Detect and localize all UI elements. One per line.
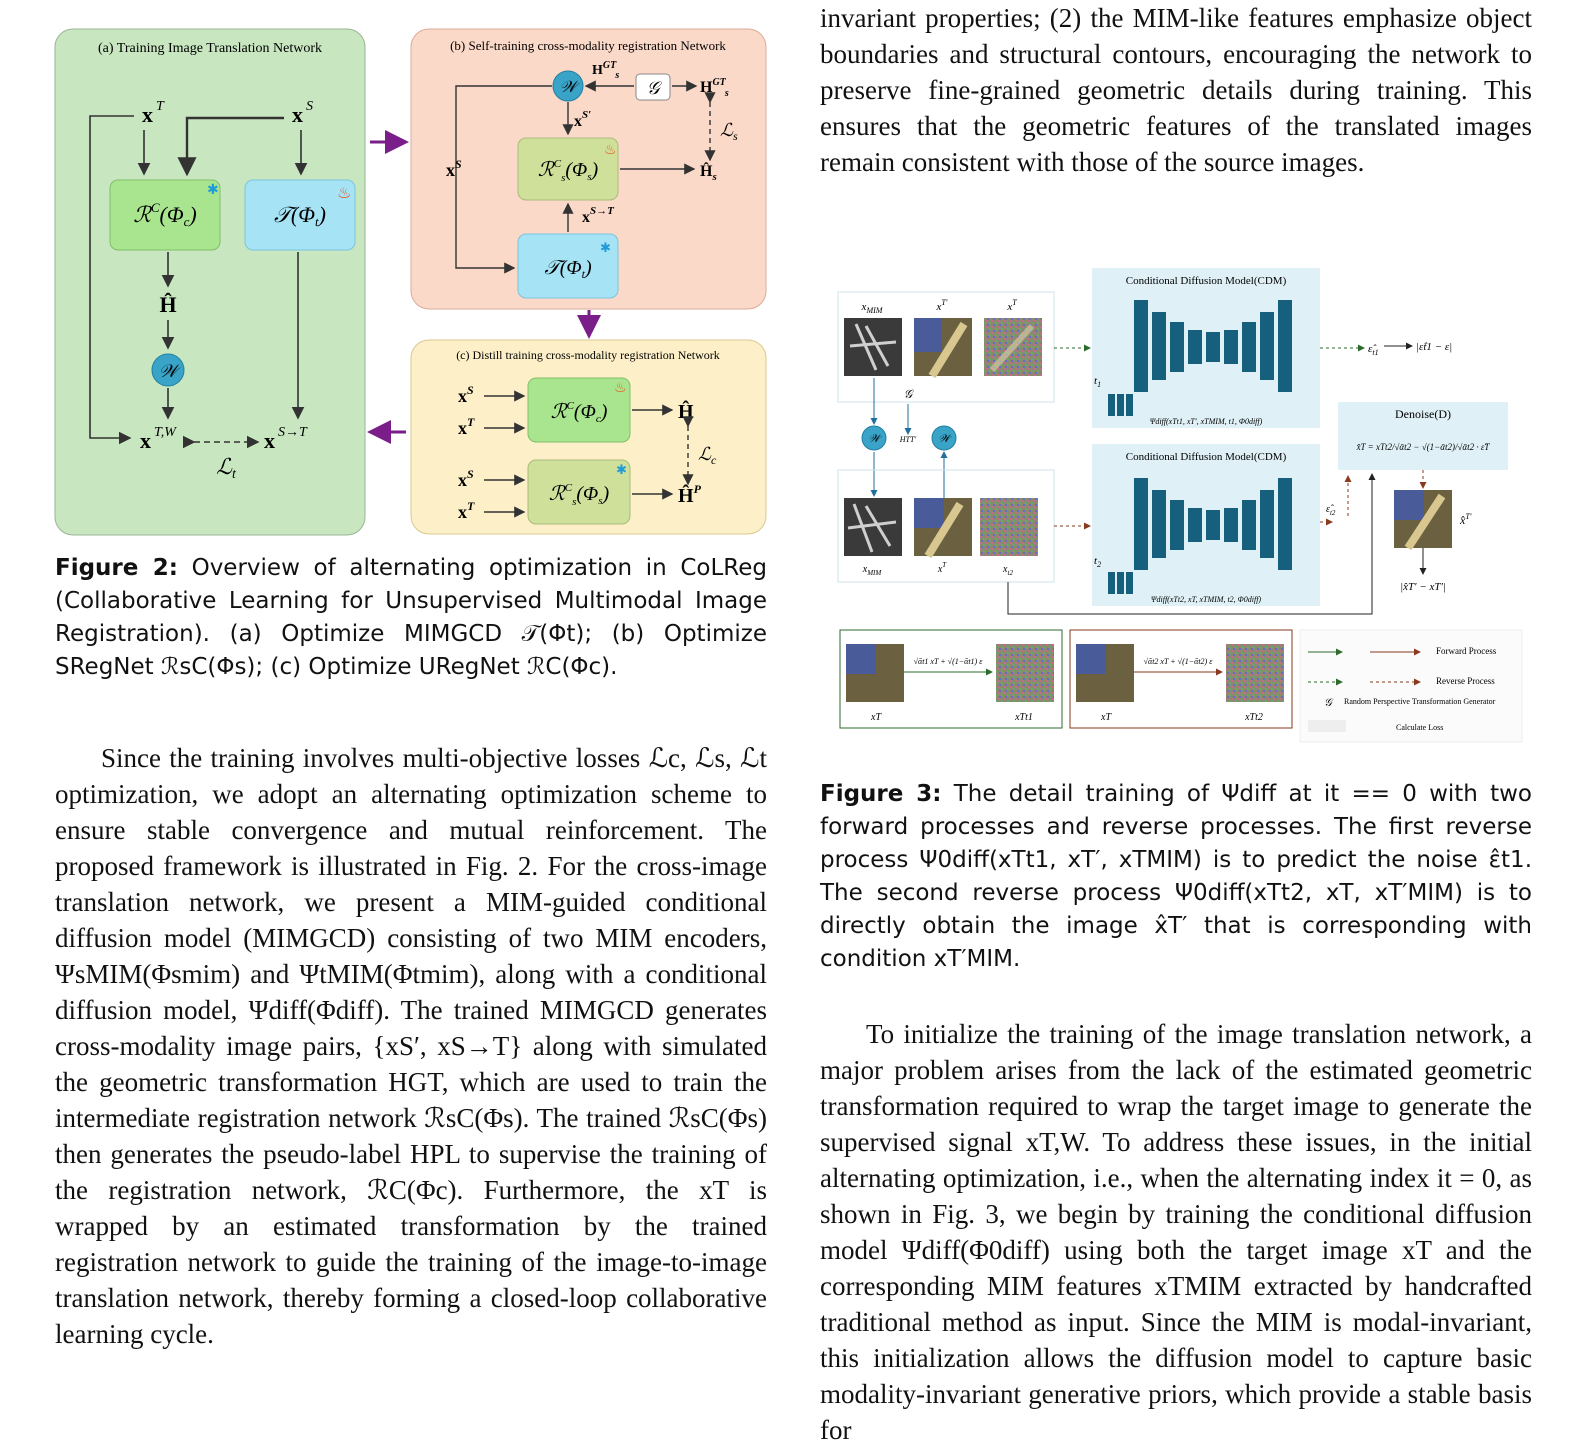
svg-text:ε̂t2: ε̂t2 [1326,504,1336,517]
svg-text:𝒲: 𝒲 [868,433,882,445]
denoise-box [1338,402,1508,470]
right-top-paragraph: invariant properties; (2) the MIM-like f… [820,3,1532,177]
svg-text:Forward Process: Forward Process [1436,646,1497,656]
svg-text:Ψdiff(xTt2, xT, xTMIM, t2, Φ0d: Ψdiff(xTt2, xT, xTMIM, t2, Φ0diff) [1151,595,1262,604]
svg-text:𝒲: 𝒲 [938,433,952,445]
svg-text:T: T [156,99,165,114]
svg-text:Conditional Diffusion Model(CD: Conditional Diffusion Model(CDM) [1126,275,1287,287]
svg-text:Ψdiff(xTt1, xT′, xTMIM, t1, Φ0: Ψdiff(xTt1, xT′, xTMIM, t1, Φ0diff) [1150,417,1263,426]
svg-text:xT: xT [1006,298,1017,313]
svg-text:√ᾱt1 xT + √(1−ᾱt1) ε: √ᾱt1 xT + √(1−ᾱt1) ε [914,657,984,666]
svg-text:xT′: xT′ [935,298,947,313]
svg-text:x̂T = xTt2/√ᾱt2 − √(1−ᾱt2)/√ᾱt: x̂T = xTt2/√ᾱt2 − √(1−ᾱt2)/√ᾱt2 · ε̂T [1356,442,1491,452]
left-column-text: Since the training involves multi-object… [55,740,767,1352]
figure-2-caption-label: Figure 2: [55,555,178,581]
svg-text:t1: t1 [1094,375,1101,389]
svg-text:Random Perspective Transformat: Random Perspective Transformation Genera… [1344,697,1496,706]
svg-text:𝒲: 𝒲 [159,361,182,381]
figure-2-diagram: (a) Training Image Translation Network x… [54,28,767,536]
svg-text:Ĥ: Ĥ [678,399,694,423]
noisy-image-bottom [980,498,1038,556]
svg-text:xMIM: xMIM [861,301,884,315]
svg-text:Ĥ: Ĥ [159,292,176,317]
svg-text:✱: ✱ [207,183,219,198]
svg-text:S: S [306,99,313,114]
svg-text:xt2: xt2 [1002,564,1013,577]
warp-node-b [552,70,584,102]
svg-text:Conditional Diffusion Model(CD: Conditional Diffusion Model(CDM) [1126,451,1287,463]
svg-text:x: x [142,102,153,127]
svg-text:xT: xT [1100,712,1112,723]
svg-text:𝒢: 𝒢 [647,78,663,98]
svg-text:ℛC(Φc): ℛC(Φc) [133,200,196,229]
svg-text:x: x [140,428,151,453]
svg-text:♨: ♨ [337,185,351,202]
figure-3: xMIM xT′ xT Conditional Diffusion Model(… [836,266,1526,746]
figure-3-diagram: xMIM xT′ xT Conditional Diffusion Model(… [837,268,1523,743]
svg-text:♨: ♨ [604,143,617,158]
figure-2-caption-text: Overview of alternating optimization in … [55,555,767,680]
svg-text:𝒲: 𝒲 [560,79,581,96]
rc-phi-c-box [109,179,221,251]
right-bottom-paragraph: To initialize the training of the image … [820,1019,1532,1445]
svg-text:ℛC(Φc): ℛC(Φc) [551,400,608,425]
svg-text:♨: ♨ [614,381,627,396]
svg-text:x̂T′: x̂T′ [1459,512,1472,527]
left-paragraph: Since the training involves multi-object… [55,743,767,1349]
svg-text:Denoise(D): Denoise(D) [1395,407,1451,421]
rsc-phi-s-box-c [527,459,631,525]
svg-text:𝒯(Φt): 𝒯(Φt) [274,202,326,229]
figure-3-caption: Figure 3: The detail training of Ψdiff a… [820,778,1532,976]
svg-text:|x̂T′ − xT′|: |x̂T′ − xT′| [1400,581,1446,593]
svg-text:|ε̂t1 − ε|: |ε̂t1 − ε| [1416,341,1452,353]
t-phi-t-box [244,179,356,251]
svg-text:t2: t2 [1094,555,1101,569]
svg-text:Calculate Loss: Calculate Loss [1396,723,1443,732]
svg-text:xTt1: xTt1 [1014,712,1033,723]
t-phi-t-box-b [517,233,619,299]
rsc-phi-s-box-b [517,137,619,201]
svg-text:ℒt: ℒt [216,454,237,482]
panel-a-title: (a) Training Image Translation Network [98,41,322,56]
svg-text:x: x [292,102,303,127]
right-column-bottom-text: To initialize the training of the image … [820,1016,1532,1448]
figure-2: (a) Training Image Translation Network x… [52,26,772,538]
svg-text:Reverse Process: Reverse Process [1436,676,1495,686]
warp-node-a [151,353,185,387]
svg-text:√ᾱt2 xT + √(1−ᾱt2) ε: √ᾱt2 xT + √(1−ᾱt2) ε [1144,657,1214,666]
figure-3-caption-text: The detail training of Ψdiff at it == 0 … [820,781,1532,972]
svg-text:x: x [264,428,275,453]
svg-text:xT: xT [937,561,947,575]
svg-text:S→T: S→T [278,425,308,440]
right-column-top-text: invariant properties; (2) the MIM-like f… [820,0,1532,180]
warp-node-right [931,425,957,451]
svg-text:T,W: T,W [154,425,177,440]
svg-text:xTt2: xTt2 [1244,712,1263,723]
svg-text:ε̂t1: ε̂t1 [1368,343,1379,357]
panel-a [54,28,366,536]
svg-text:xMIM: xMIM [862,564,883,577]
warp-node-left [861,425,887,451]
svg-text:xT: xT [870,712,882,723]
panel-c-title: (c) Distill training cross-modality regi… [456,348,720,362]
svg-text:𝒢: 𝒢 [1324,697,1334,709]
figure-2-caption: Figure 2: Overview of alternating optimi… [55,552,767,684]
svg-text:𝒢: 𝒢 [904,387,915,401]
svg-text:✱: ✱ [616,462,627,477]
rc-phi-c-box-c [527,377,631,443]
panel-b-title: (b) Self-training cross-modality registr… [450,38,726,53]
svg-text:HTT′: HTT′ [899,435,917,444]
svg-text:𝒯(Φt): 𝒯(Φt) [544,257,592,281]
svg-text:✱: ✱ [600,240,611,255]
figure-3-caption-label: Figure 3: [820,781,942,807]
